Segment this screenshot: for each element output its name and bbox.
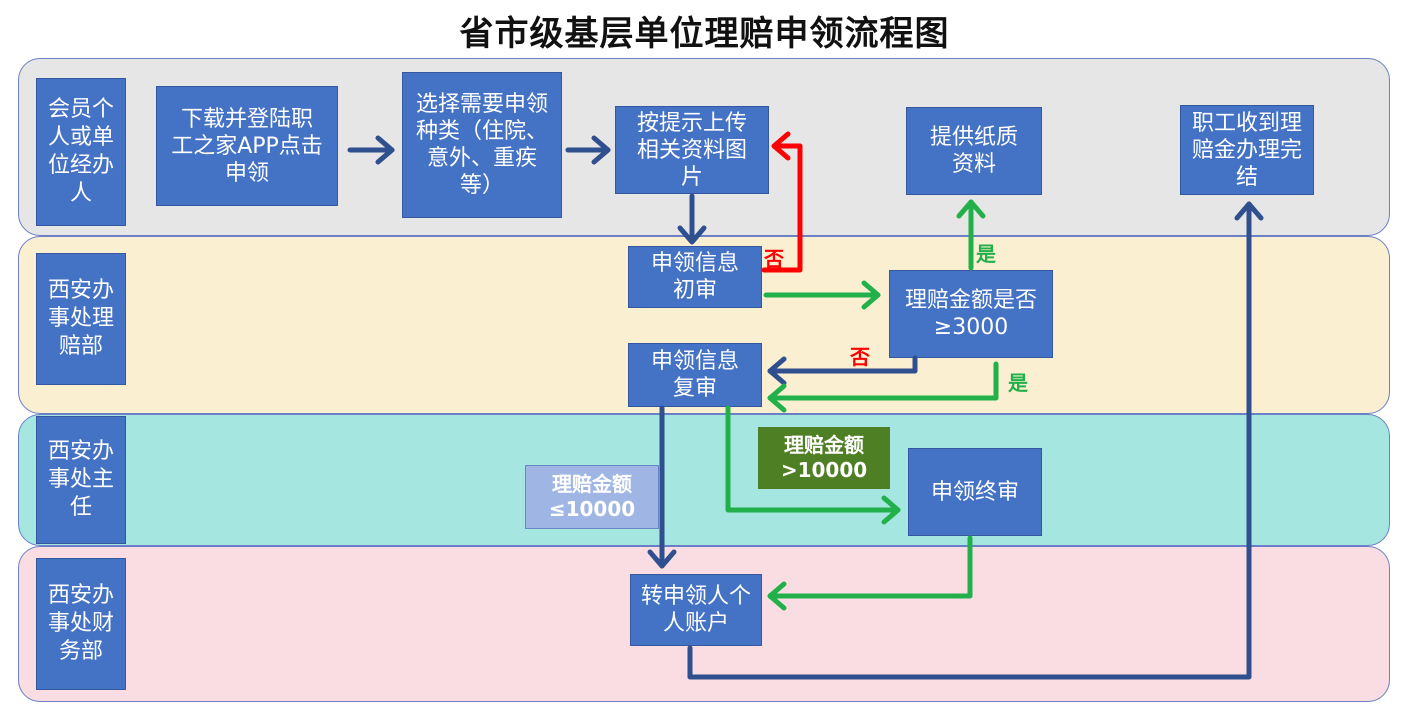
node-paper-docs: 提供纸质资料 bbox=[906, 107, 1042, 195]
node-select-type: 选择需要申领种类（住院、意外、重疾等） bbox=[402, 72, 562, 218]
node-download-app: 下载并登陆职工之家APP点击申领 bbox=[156, 86, 338, 206]
lane-label-finance: 西安办事处财务部 bbox=[36, 558, 126, 690]
node-initial-review: 申领信息初审 bbox=[628, 246, 762, 308]
node-recheck: 申领信息复审 bbox=[628, 343, 762, 407]
label-yes-paper: 是 bbox=[976, 242, 996, 266]
node-final-review: 申领终审 bbox=[908, 448, 1042, 536]
lane-label-member: 会员个人或单位经办人 bbox=[36, 78, 126, 226]
label-no-recheck: 否 bbox=[850, 345, 870, 369]
badge-under-10000: 理赔金额≤10000 bbox=[525, 465, 659, 529]
label-yes-recheck: 是 bbox=[1008, 371, 1028, 395]
badge-over-10000: 理赔金额>10000 bbox=[758, 427, 890, 489]
node-upload-docs: 按提示上传相关资料图片 bbox=[615, 106, 769, 194]
lane-label-director: 西安办事处主任 bbox=[36, 416, 126, 544]
lane-label-claims-dept: 西安办事处理赔部 bbox=[36, 253, 126, 385]
page-title: 省市级基层单位理赔申领流程图 bbox=[459, 14, 950, 54]
label-no-initial: 否 bbox=[764, 247, 784, 271]
node-amount-decision: 理赔金额是否≥3000 bbox=[889, 270, 1053, 358]
node-transfer: 转申领人个人账户 bbox=[630, 574, 762, 646]
lane-director bbox=[18, 414, 1390, 546]
node-received: 职工收到理赔金办理完结 bbox=[1180, 105, 1314, 195]
